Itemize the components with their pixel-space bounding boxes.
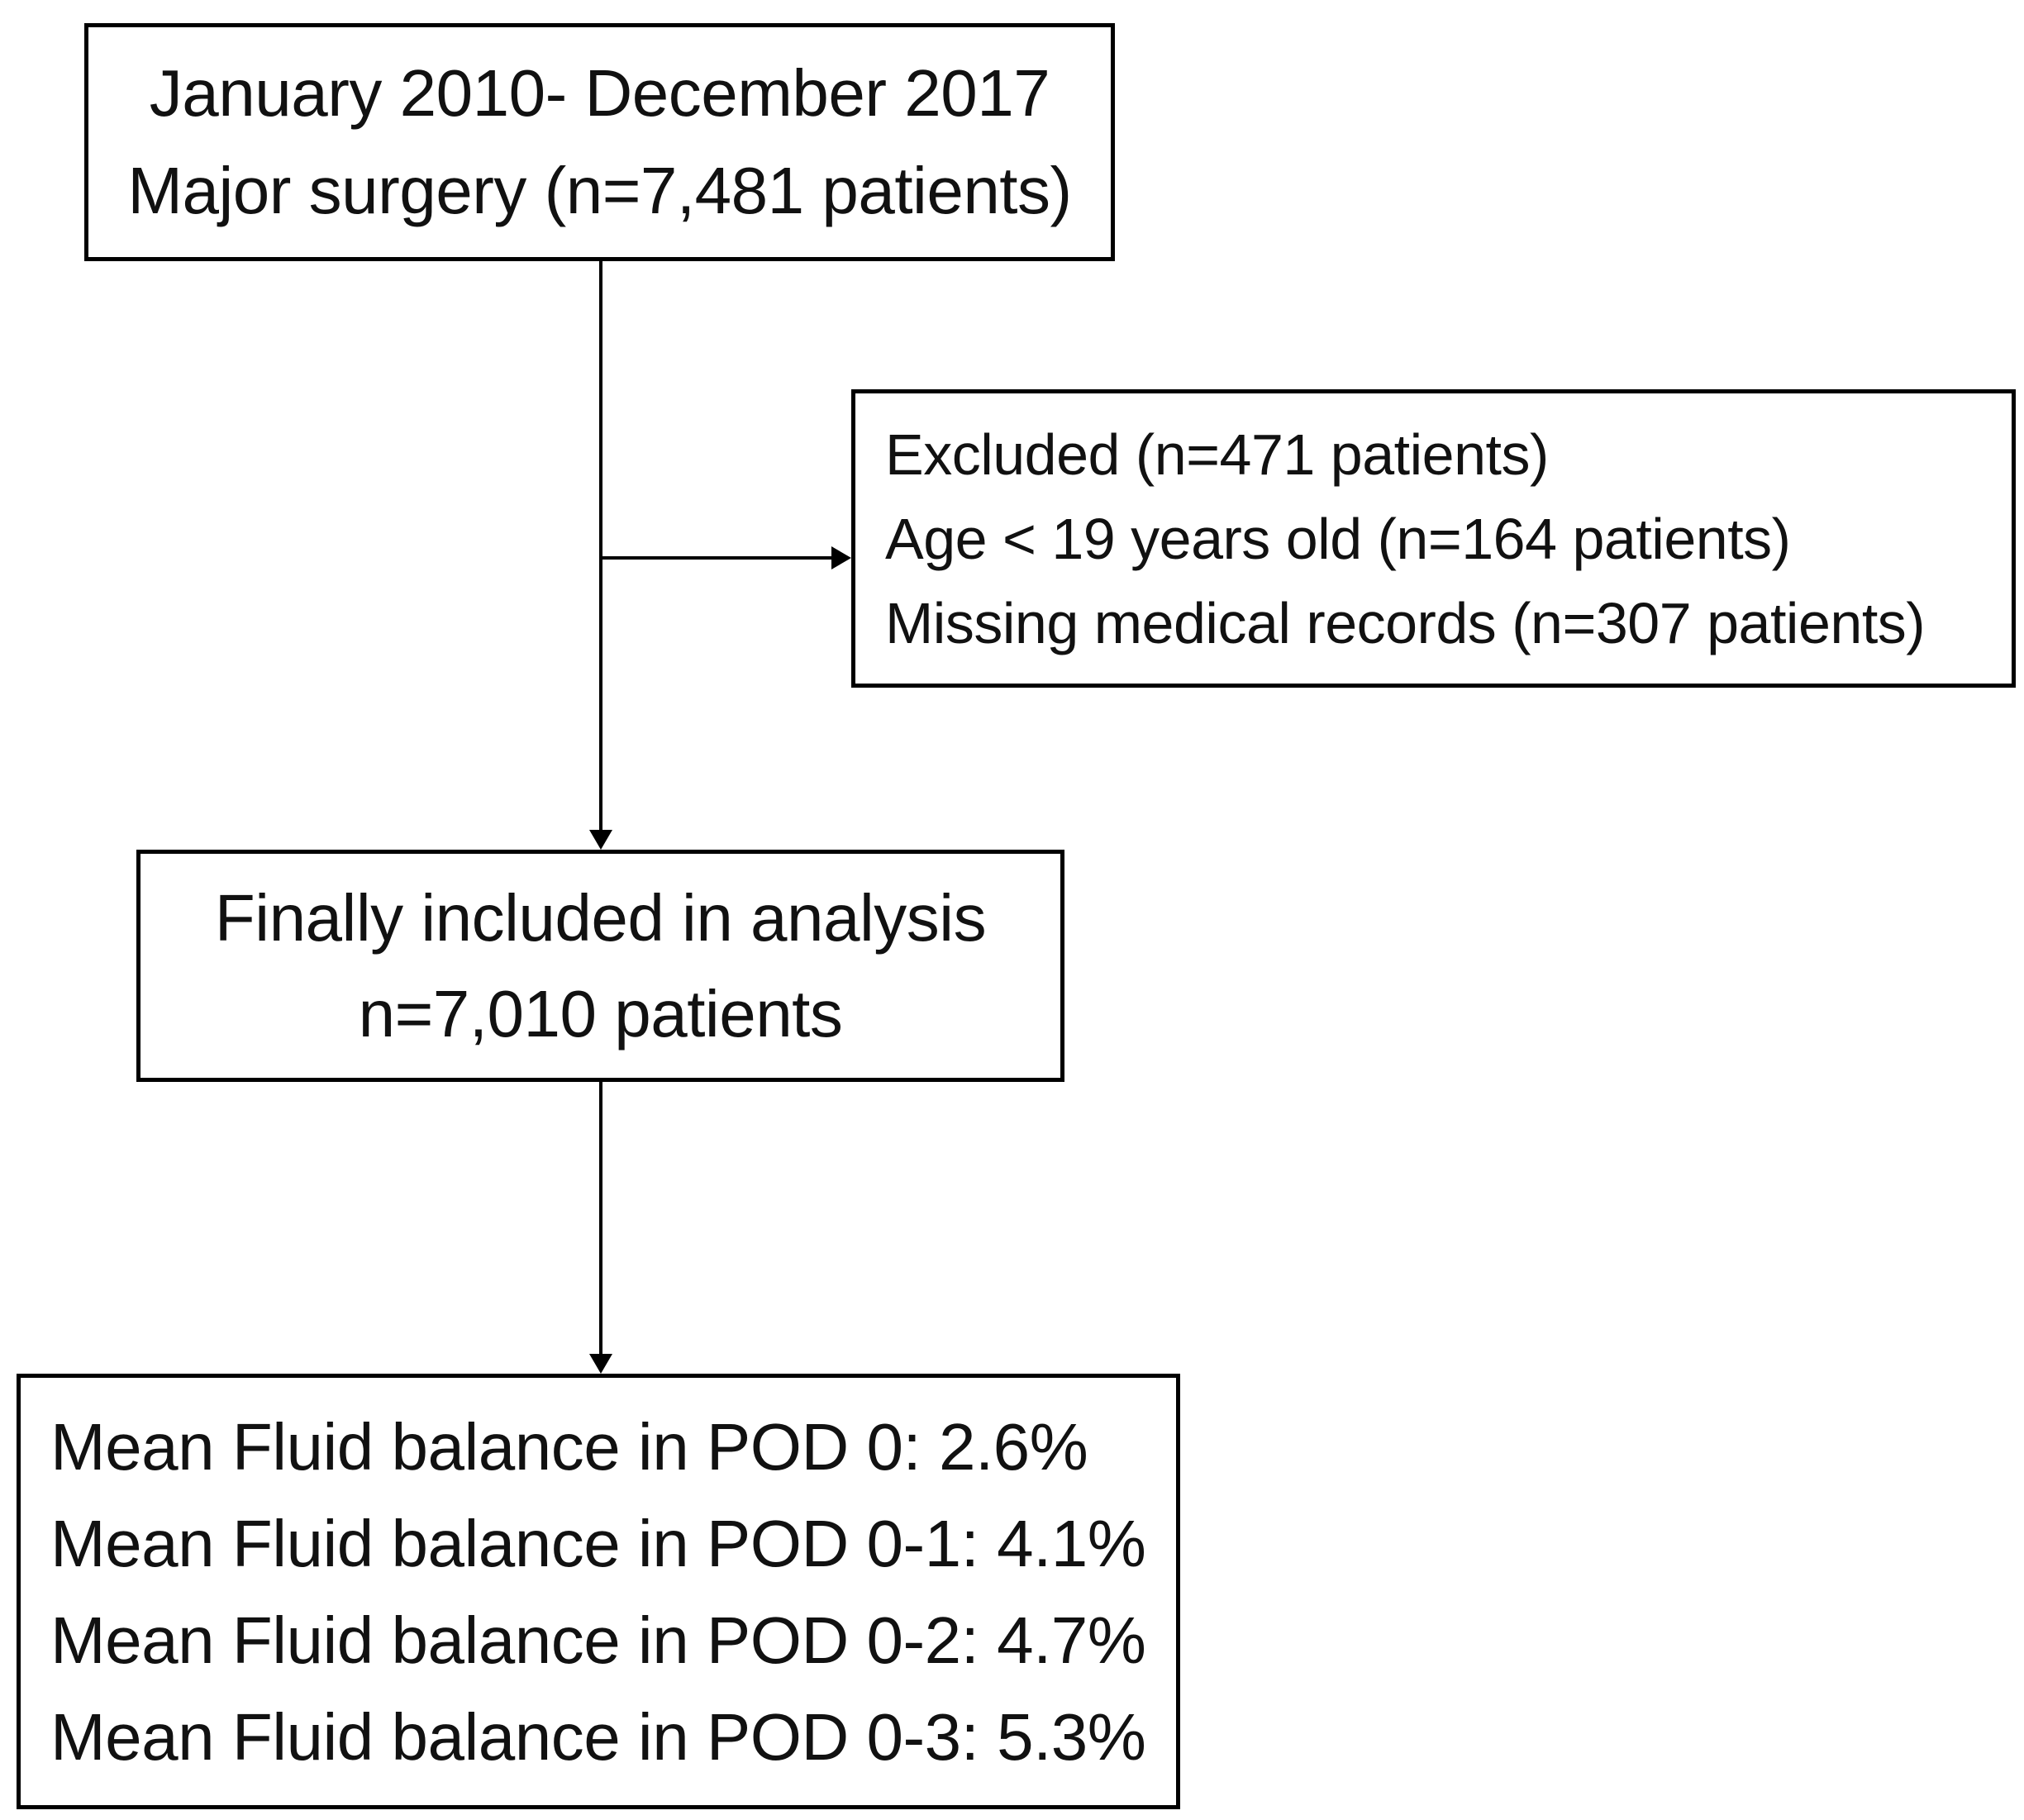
arrowhead-excluded bbox=[831, 546, 851, 569]
included-box: Finally included in analysis n=7,010 pat… bbox=[136, 850, 1064, 1082]
excluded-missing-text: Missing medical records (n=307 patients) bbox=[885, 590, 1926, 655]
result-pod01-text: Mean Fluid balance in POD 0-1: 4.1% bbox=[50, 1506, 1146, 1580]
result-pod0-text: Mean Fluid balance in POD 0: 2.6% bbox=[50, 1409, 1088, 1484]
source-count-text: Major surgery (n=7,481 patients) bbox=[127, 154, 1072, 227]
source-box: January 2010- December 2017 Major surger… bbox=[84, 23, 1115, 261]
result-pod03-text: Mean Fluid balance in POD 0-3: 5.3% bbox=[50, 1699, 1146, 1774]
excluded-total-text: Excluded (n=471 patients) bbox=[885, 422, 1549, 487]
included-label-text: Finally included in analysis bbox=[214, 880, 987, 955]
excluded-box: Excluded (n=471 patients) Age < 19 years… bbox=[851, 389, 2016, 688]
arrowhead-included bbox=[589, 830, 612, 850]
included-count-text: n=7,010 patients bbox=[358, 976, 843, 1051]
results-box: Mean Fluid balance in POD 0: 2.6% Mean F… bbox=[17, 1374, 1180, 1809]
excluded-age-text: Age < 19 years old (n=164 patients) bbox=[885, 506, 1791, 571]
arrowhead-results bbox=[589, 1354, 612, 1374]
source-period-text: January 2010- December 2017 bbox=[149, 56, 1050, 130]
result-pod02-text: Mean Fluid balance in POD 0-2: 4.7% bbox=[50, 1603, 1146, 1677]
